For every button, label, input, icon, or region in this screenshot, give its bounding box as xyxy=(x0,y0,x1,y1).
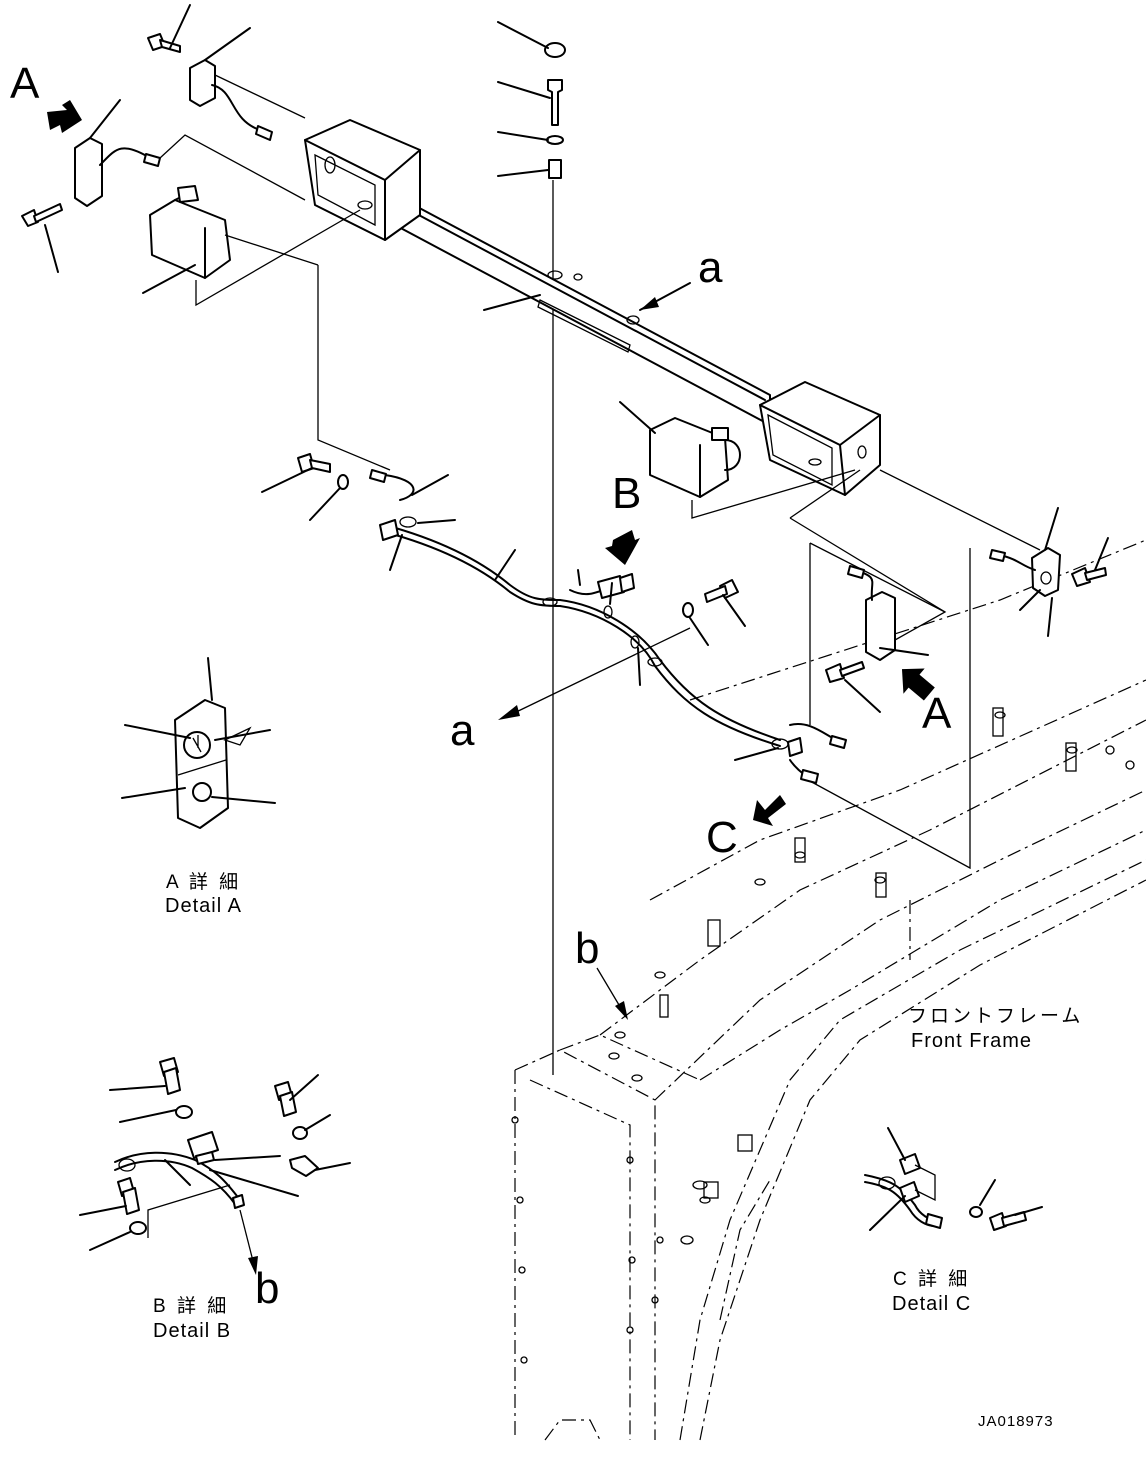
label-a-left: a xyxy=(450,706,475,755)
view-label-a-right: A xyxy=(922,689,952,738)
view-arrow-C xyxy=(753,795,786,826)
view-label-c: C xyxy=(706,813,738,862)
label-b-detail: b xyxy=(255,1264,279,1313)
detail-b-title-en: Detail B xyxy=(153,1320,231,1342)
view-label-a-top: A xyxy=(10,59,40,108)
detail-a-drawing xyxy=(121,657,276,829)
frame-label-jp: フロントフレーム xyxy=(908,1006,1083,1027)
top-fastener-stack xyxy=(497,21,566,179)
label-a-top: a xyxy=(698,243,723,292)
detail-a-title-jp: A 詳 細 xyxy=(166,871,241,893)
detail-c-title-en: Detail C xyxy=(892,1293,971,1315)
right-components xyxy=(619,401,1109,713)
frame-label-en: Front Frame xyxy=(911,1030,1032,1052)
view-arrow-A-right xyxy=(901,668,935,701)
light-bracket-beam xyxy=(304,119,881,496)
detail-a-title-en: Detail A xyxy=(165,895,242,917)
detail-b-drawing xyxy=(79,1057,351,1275)
wiring-harness xyxy=(369,469,847,784)
view-arrow-B xyxy=(605,530,640,565)
front-frame xyxy=(511,539,1146,1441)
detail-c-title-jp: C 詳 細 xyxy=(893,1268,970,1290)
detail-c-drawing xyxy=(864,1127,1043,1231)
document-id: JA018973 xyxy=(978,1413,1054,1430)
view-label-b: B xyxy=(612,469,641,518)
detail-b-title-jp: B 詳 細 xyxy=(153,1295,229,1317)
label-b-frame: b xyxy=(575,924,599,973)
top-left-components xyxy=(21,4,273,294)
view-arrow-A-top xyxy=(47,100,82,133)
